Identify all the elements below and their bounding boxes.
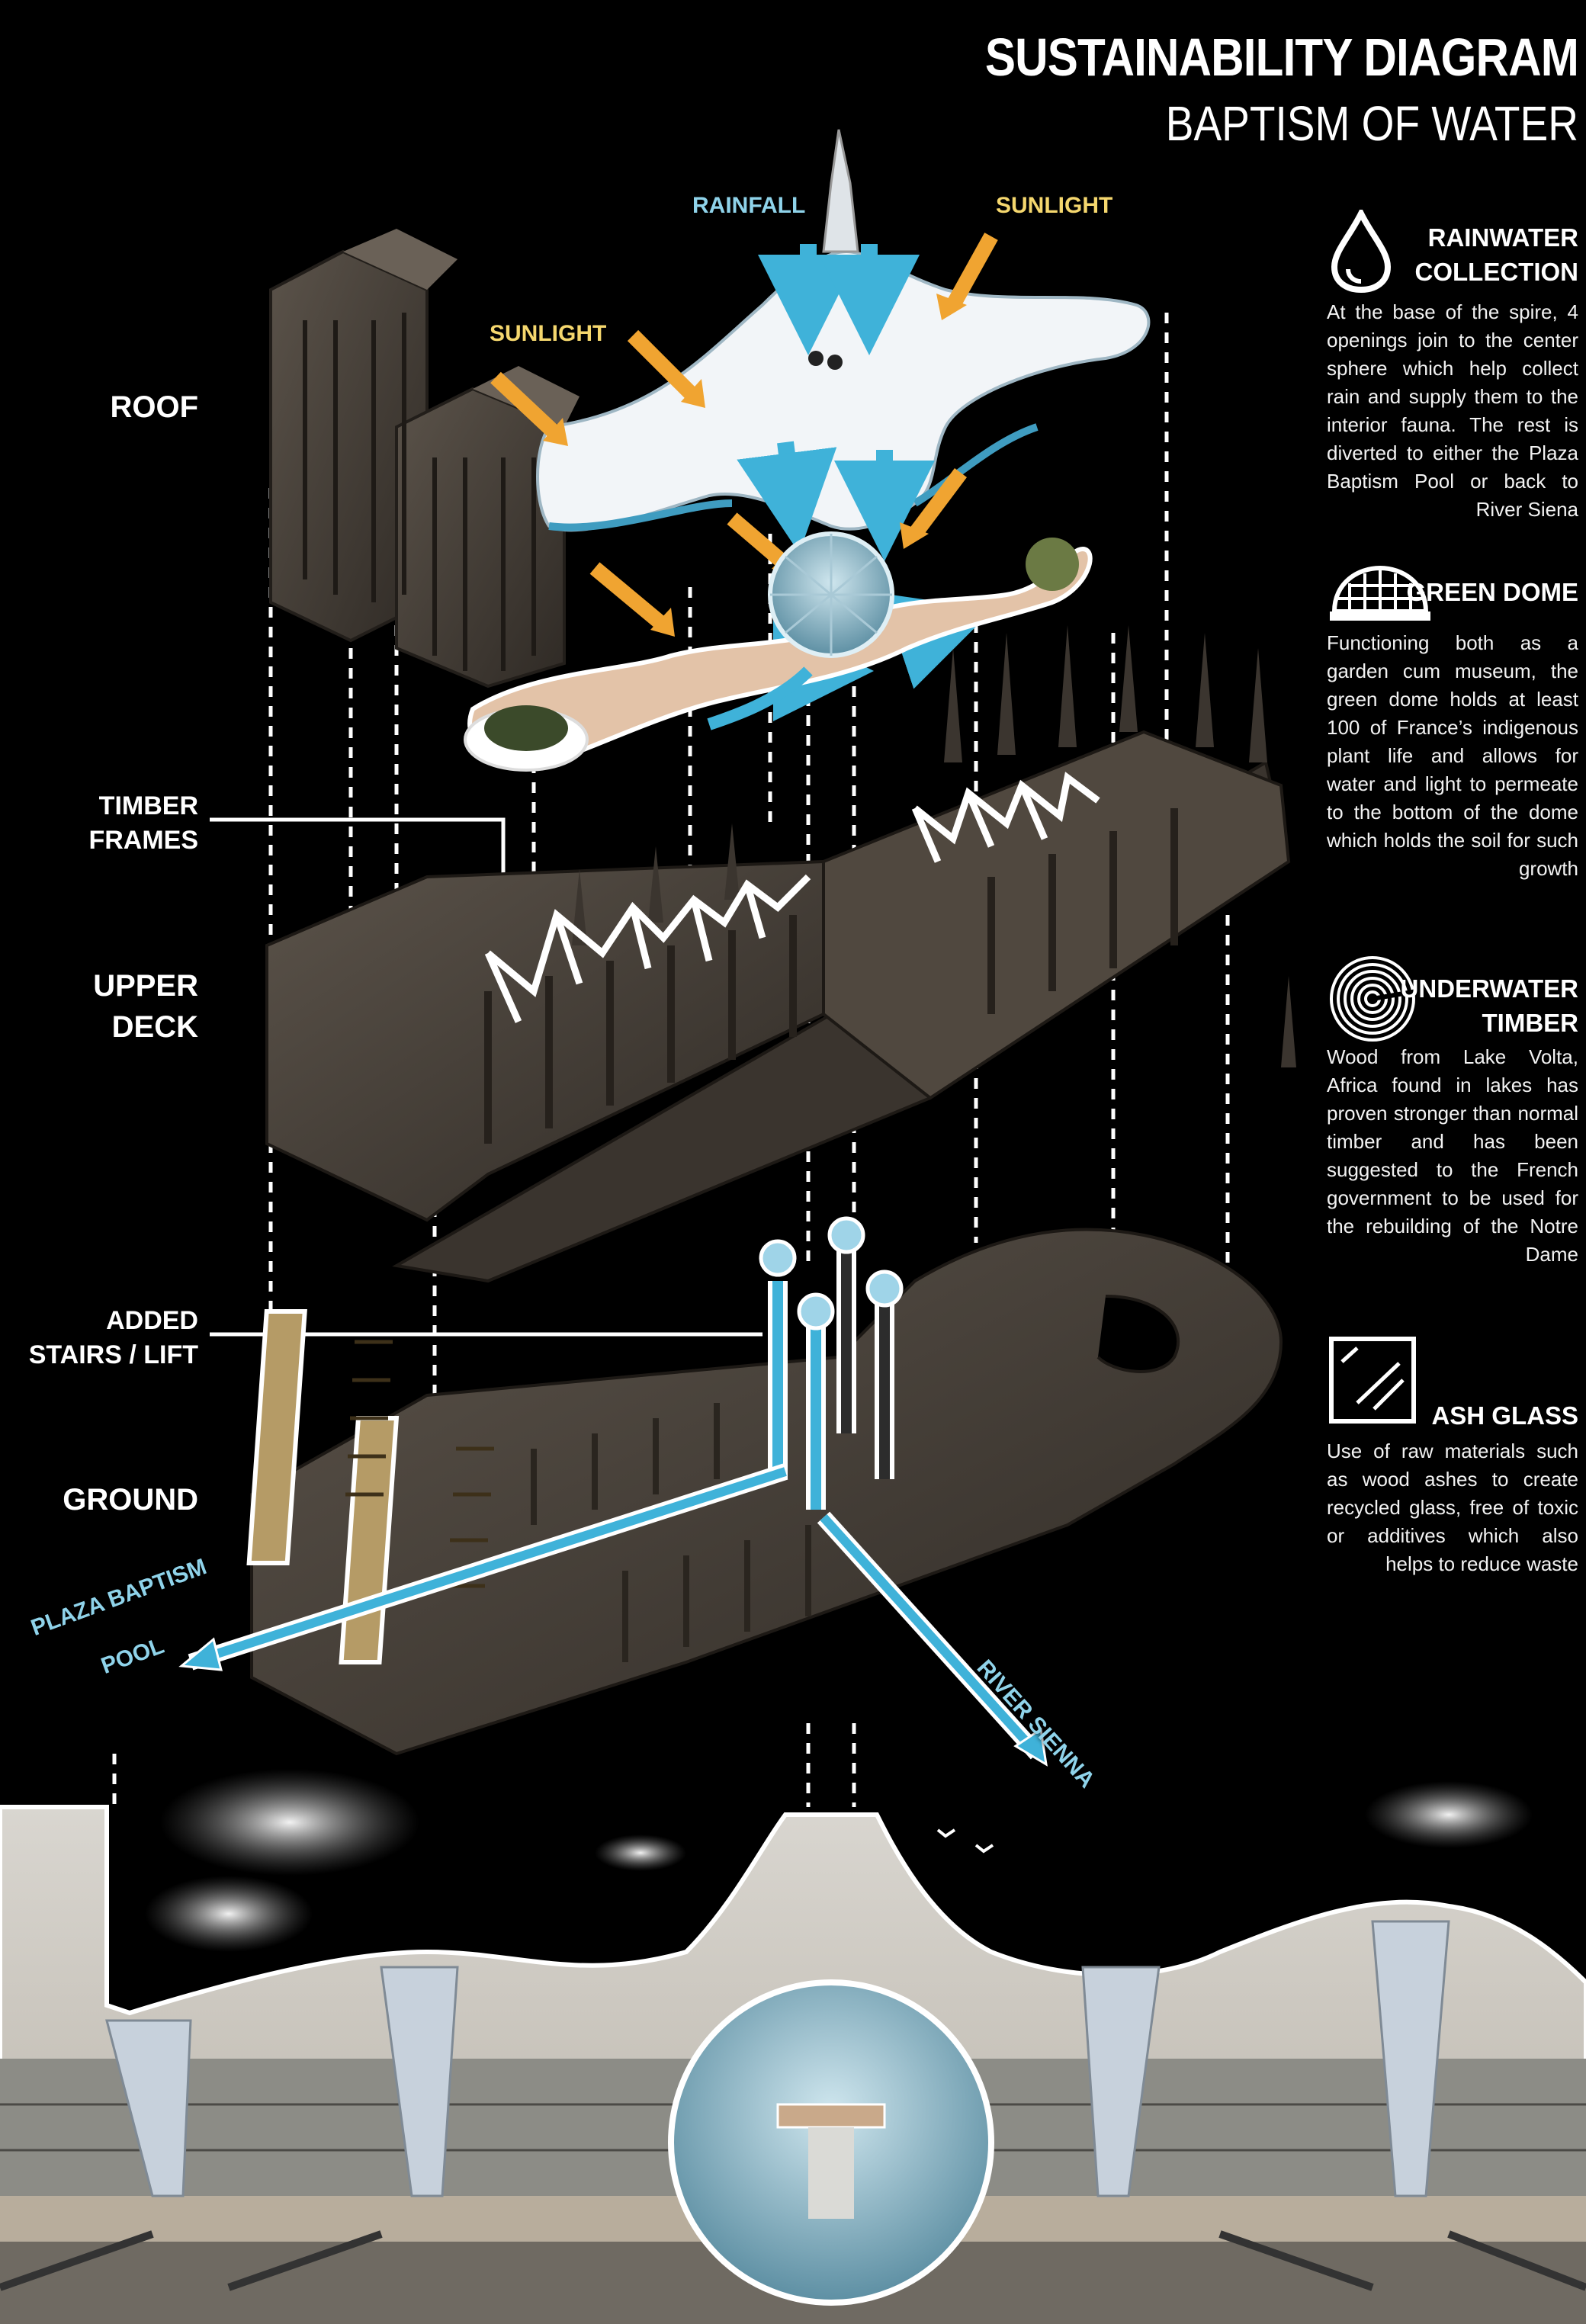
legend-item-underwater-timber: UNDERWATER TIMBER Wood from Lake Volta, … xyxy=(1327,953,1578,1273)
roof-canopy xyxy=(536,129,1151,532)
level-label-upper-deck-line2: DECK xyxy=(111,1010,198,1044)
legend-description: Use of raw materials such as wood ashes … xyxy=(1327,1440,1578,1575)
page-subtitle: BAPTISM OF WATER xyxy=(1165,96,1578,151)
added-stairs-label-line2: STAIRS / LIFT xyxy=(28,1340,198,1369)
upper-deck-model xyxy=(265,625,1296,1283)
timber-frames-label-line2: FRAMES xyxy=(88,826,198,855)
legend-title-line1: GREEN DOME xyxy=(1406,578,1578,606)
legend-item-green-dome: GREEN DOME Functioning both as a garden … xyxy=(1327,564,1578,892)
cathedral-towers xyxy=(269,229,580,689)
legend-title-line2: COLLECTION xyxy=(1414,258,1578,286)
water-outflow-arrows xyxy=(178,1463,1048,1767)
legend-item-ash-glass: ASH GLASS Use of raw materials such as w… xyxy=(1327,1334,1578,1586)
legend-description: Functioning both as a garden cum museum,… xyxy=(1327,631,1578,880)
clouds xyxy=(145,1769,1533,1952)
sunlight-label-right: SUNLIGHT xyxy=(996,193,1113,218)
legend-title-line1: ASH GLASS xyxy=(1431,1401,1578,1430)
green-dome-model xyxy=(464,531,1093,772)
ground-model xyxy=(246,1216,1283,1756)
legend-title-line1: RAINWATER xyxy=(1427,223,1578,252)
level-label-roof: ROOF xyxy=(110,390,198,424)
water-drop-icon xyxy=(1331,210,1392,294)
sunlight-label-left: SUNLIGHT xyxy=(490,321,607,346)
building-section-view xyxy=(0,1805,1586,2324)
timber-frames xyxy=(484,772,1100,1023)
legend-description: Wood from Lake Volta, Africa found in la… xyxy=(1327,1045,1578,1266)
page-title: SUSTAINABILITY DIAGRAM xyxy=(984,27,1579,87)
tree-rings-icon xyxy=(1330,956,1417,1042)
sunlight-arrows xyxy=(490,233,998,631)
rainwater-diversion-arrows xyxy=(707,666,813,730)
legend-title-line2: TIMBER xyxy=(1482,1009,1579,1037)
legend-item-rainwater-collection: RAINWATER COLLECTION At the base of the … xyxy=(1327,210,1578,530)
added-stairs-label-line1: ADDED xyxy=(106,1306,198,1335)
level-label-upper-deck-line1: UPPER xyxy=(93,969,198,1003)
timber-frames-label-line1: TIMBER xyxy=(98,791,198,820)
glass-pane-icon xyxy=(1329,1337,1416,1424)
rainfall-label: RAINFALL xyxy=(692,193,806,218)
legend-title-line1: UNDERWATER xyxy=(1400,974,1578,1003)
level-label-ground: GROUND xyxy=(63,1483,198,1517)
dome-icon xyxy=(1330,565,1430,621)
legend-description: At the base of the spire, 4 openings joi… xyxy=(1327,300,1578,521)
